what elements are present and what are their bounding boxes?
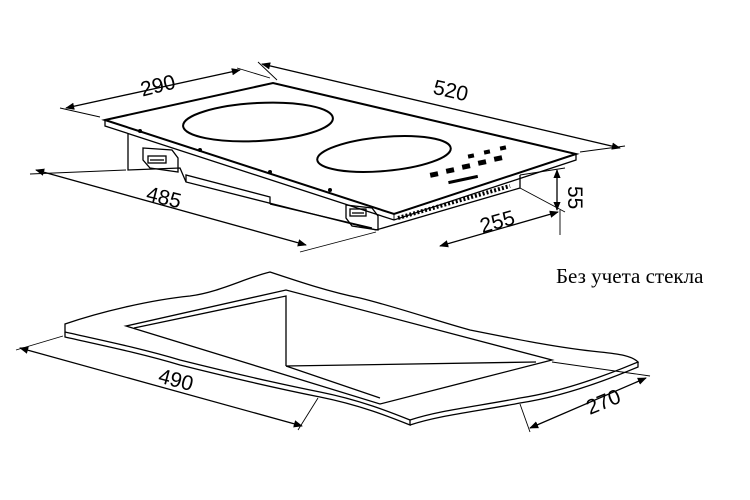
vent-grille <box>397 184 511 220</box>
dimension-label-255: 255 <box>477 206 517 238</box>
dimension-55: 55 <box>519 167 586 213</box>
dimension-label-490: 490 <box>156 365 196 396</box>
dimension-label-290: 290 <box>138 71 178 102</box>
dimension-255: 255 <box>439 206 561 248</box>
note-without-glass: Без учета стекла <box>556 264 704 288</box>
dimension-label-55: 55 <box>563 186 586 209</box>
dimension-label-520: 520 <box>431 76 470 106</box>
dimension-270: 270 <box>519 361 651 433</box>
dimension-490: 490 <box>15 335 319 431</box>
left-cooking-zone <box>182 101 334 143</box>
right-cooking-zone <box>316 135 452 173</box>
dimension-label-485: 485 <box>144 183 184 214</box>
right-clamp <box>345 204 379 231</box>
control-panel <box>429 145 507 185</box>
dimension-485: 485 <box>29 168 377 253</box>
dimension-290: 290 <box>59 67 271 118</box>
countertop-cutout-drawing <box>64 271 640 426</box>
countertop-top-surface <box>64 271 640 421</box>
